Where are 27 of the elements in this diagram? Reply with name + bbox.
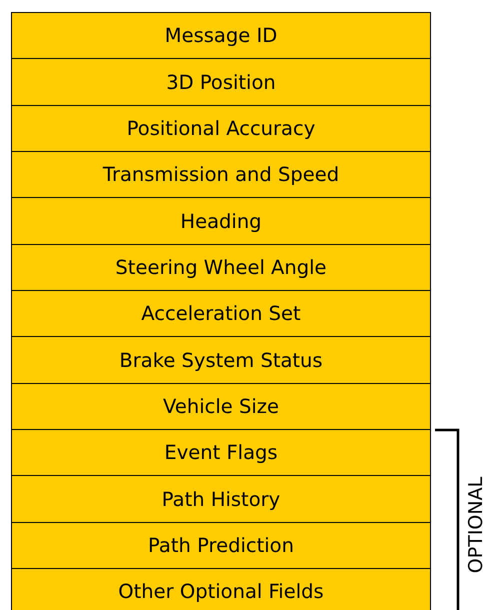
field-name: Positional Accuracy bbox=[126, 117, 316, 140]
field-name: Heading bbox=[180, 210, 262, 233]
field-row bbox=[11, 12, 431, 60]
field-name: Message ID bbox=[164, 24, 278, 48]
field-name: Acceleration Set bbox=[141, 302, 301, 326]
field-name: Path History bbox=[162, 488, 280, 511]
field-row bbox=[11, 150, 431, 199]
field-name: Brake System Status bbox=[119, 348, 323, 372]
field-row bbox=[11, 568, 431, 610]
field-row bbox=[11, 244, 431, 292]
field-row bbox=[11, 290, 431, 338]
field-row bbox=[11, 475, 431, 524]
field-name: Steering Wheel Angle bbox=[115, 256, 327, 280]
field-row bbox=[11, 428, 431, 477]
field-row bbox=[11, 336, 431, 384]
field-row bbox=[11, 382, 431, 430]
field-name: Path Prediction bbox=[148, 534, 294, 558]
field-name: Event Flags bbox=[164, 441, 278, 464]
field-row bbox=[11, 58, 431, 106]
field-row bbox=[11, 522, 431, 570]
bracket-label: OPTIONAL bbox=[465, 476, 483, 574]
field-name: Vehicle Size bbox=[163, 395, 279, 418]
field-name: Other Optional Fields bbox=[118, 580, 324, 604]
field-row bbox=[11, 104, 431, 152]
field-row bbox=[11, 197, 431, 246]
field-name: 3D Position bbox=[166, 70, 276, 94]
field-name: Transmission and Speed bbox=[102, 163, 340, 186]
